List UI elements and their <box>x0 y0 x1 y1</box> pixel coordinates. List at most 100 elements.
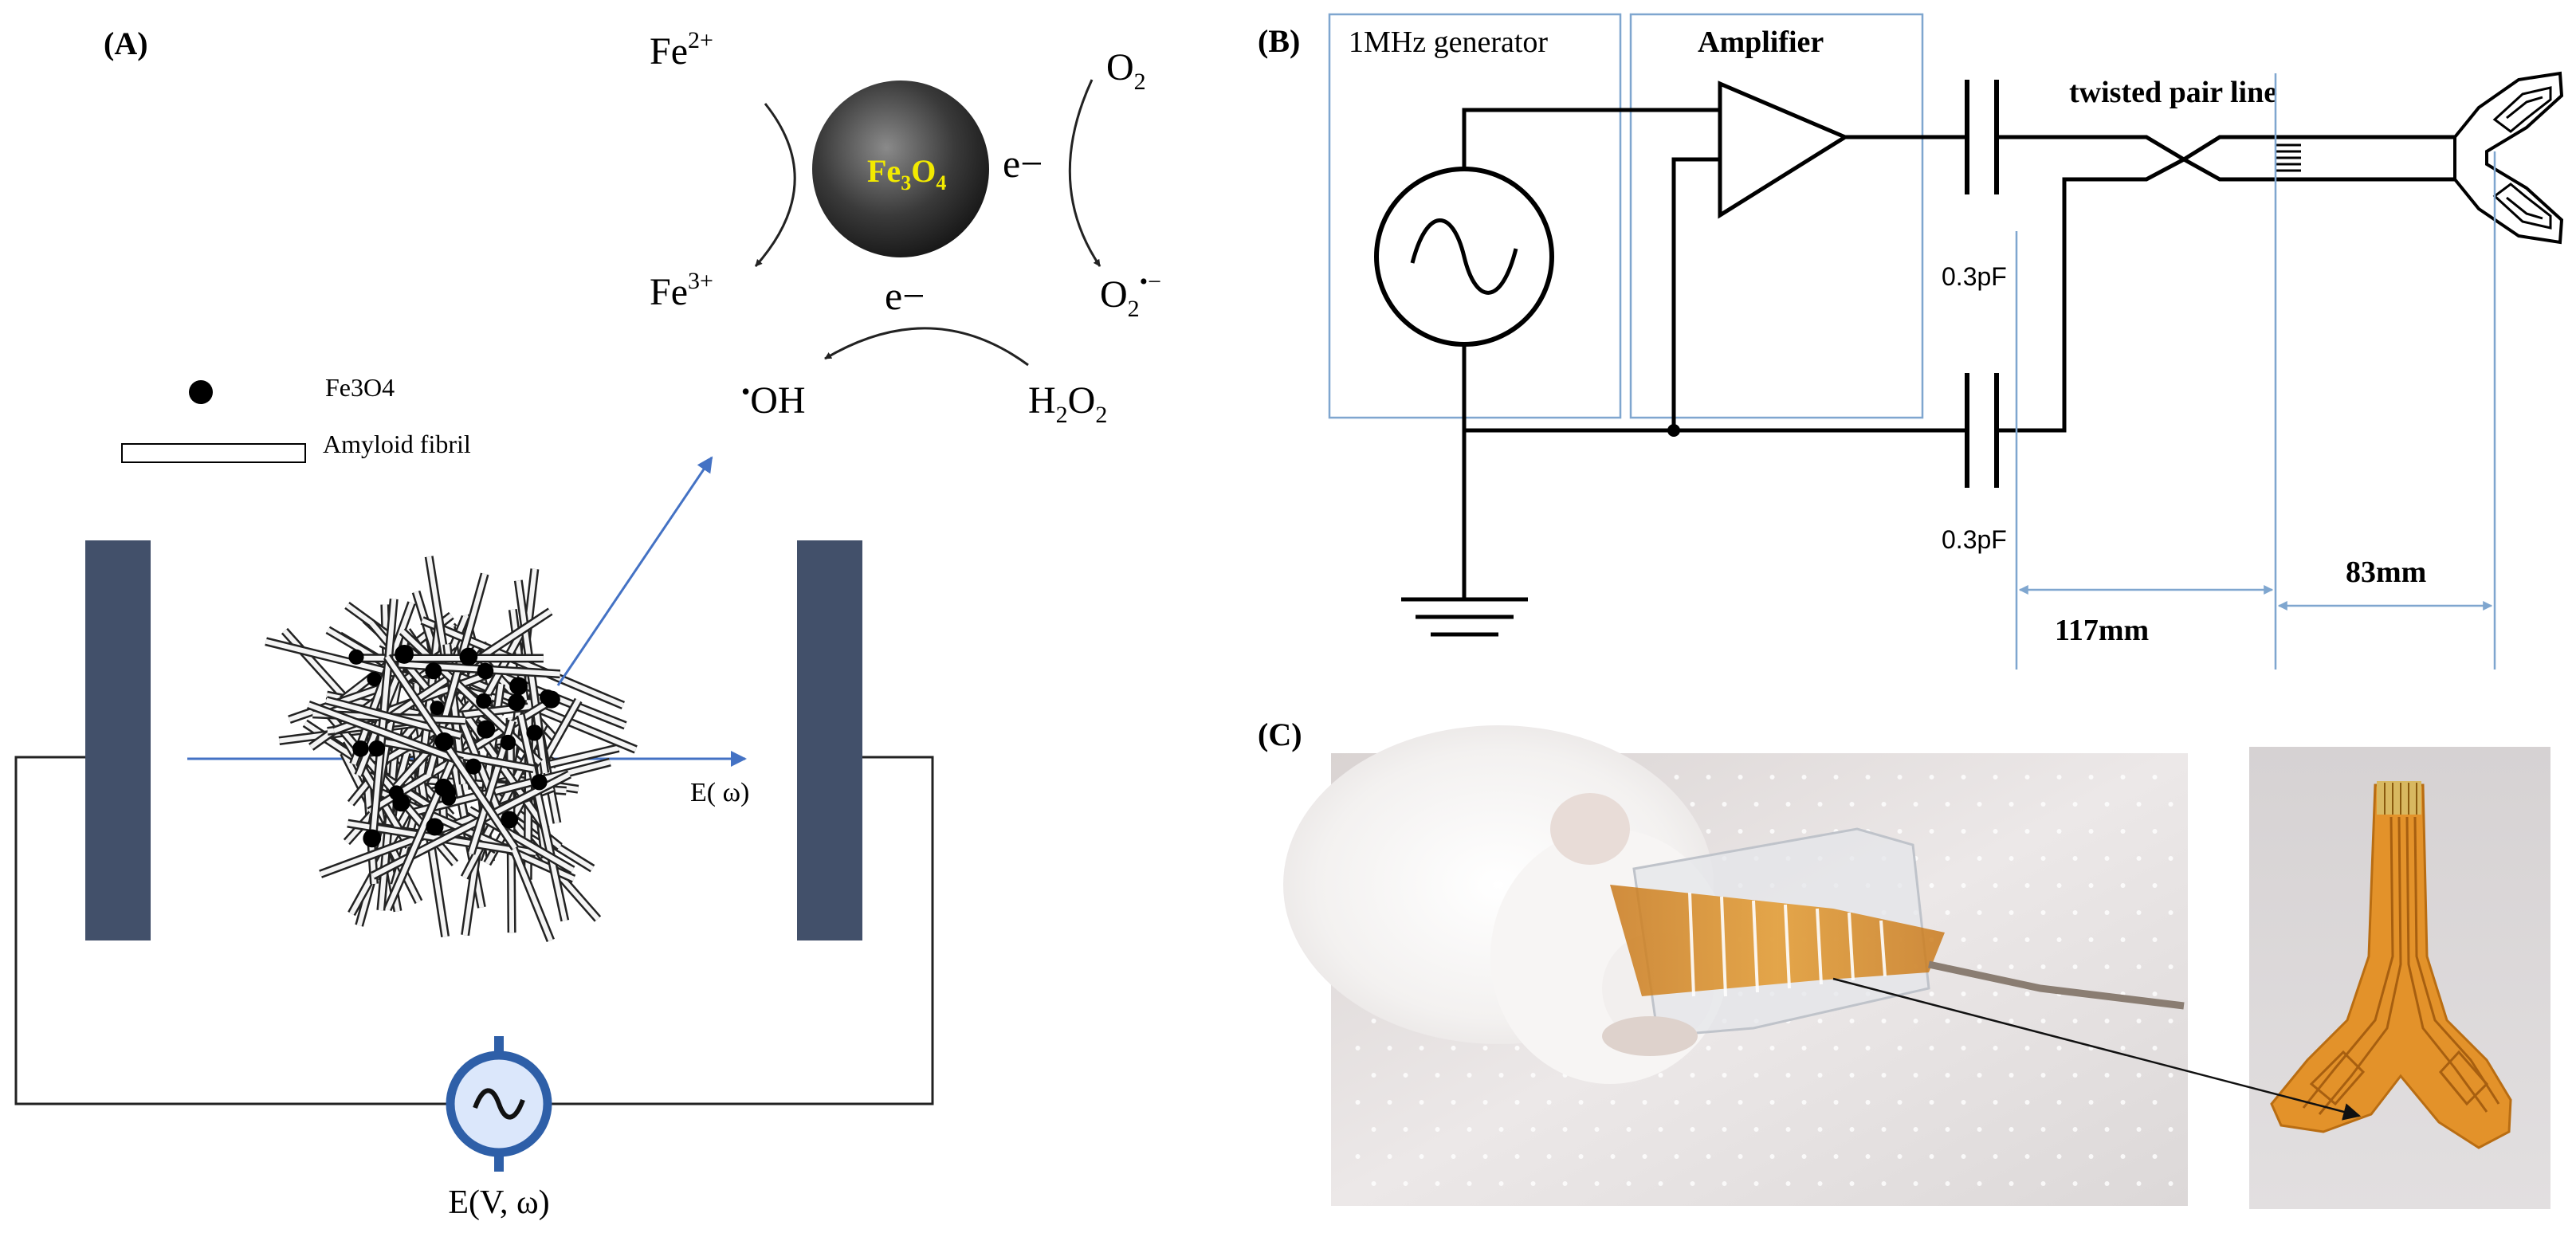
fe3o4-particle <box>352 740 369 757</box>
panel-b: (B) 1MHz generator Amplifier <box>1258 13 2564 670</box>
pad-dot <box>2009 910 2014 915</box>
pad-dot <box>1993 1100 1998 1105</box>
pad-dot <box>1817 1019 1823 1023</box>
pad-dot <box>1467 1127 1472 1132</box>
pad-dot <box>1913 1073 1918 1078</box>
pad-dot <box>1722 1073 1727 1078</box>
dimension-guides <box>2015 73 2496 670</box>
pad-dot <box>2072 1073 2078 1078</box>
pad-dot <box>1961 829 1966 834</box>
pad-dot <box>2072 802 2078 807</box>
pad-dot <box>2024 883 2030 888</box>
pad-dot <box>2104 1019 2110 1023</box>
reaction-scheme: Fe2+ Fe3+ O2 O2•− •OH H2O2 Fe3O4 e− <box>650 27 1161 428</box>
pad-dot <box>2040 1181 2046 1186</box>
pad-dot <box>2152 937 2158 942</box>
fe3o4-particle <box>395 644 414 664</box>
fe3o4-particle <box>501 811 519 829</box>
fe3o4-particle <box>367 672 382 687</box>
pad-dot <box>2120 883 2126 888</box>
pad-dot <box>1674 775 1679 779</box>
pad-dot <box>2056 883 2062 888</box>
pad-dot <box>1674 1154 1679 1159</box>
pad-dot <box>1881 1181 1887 1186</box>
pad-dot <box>1514 1154 1520 1159</box>
pad-dot <box>1977 856 1982 861</box>
zoom-arrow <box>556 456 713 686</box>
amplifier-box <box>1629 13 1924 419</box>
amyloid-fibril-core <box>421 618 625 708</box>
pad-dot <box>1355 1046 1361 1050</box>
pad-dot <box>2168 1019 2174 1023</box>
amplifier-label: Amplifier <box>1698 26 1824 59</box>
pad-dot <box>1403 1127 1408 1132</box>
pad-dot <box>2152 1154 2158 1159</box>
pad-dot <box>1419 1154 1424 1159</box>
pad-dot <box>1403 1073 1408 1078</box>
panel-a-legend: Fe3O4 Amyloid fibril <box>121 373 471 463</box>
pad-dot <box>1498 1127 1504 1132</box>
fe3o4-legend-dot <box>189 380 213 404</box>
pad-dot <box>1785 1073 1791 1078</box>
pad-dot <box>1977 1181 1982 1186</box>
amyloid-fibril-legend-label: Amyloid fibril <box>323 430 471 458</box>
pad-dot <box>1849 1019 1855 1023</box>
pad-dot <box>1610 1100 1616 1105</box>
pad-dot <box>1913 802 1918 807</box>
pad-dot <box>1801 829 1807 834</box>
pad-dot <box>1881 1127 1887 1132</box>
sine-wave-icon <box>473 1088 525 1120</box>
pad-dot <box>1865 1100 1871 1105</box>
pad-dot <box>1993 1154 1998 1159</box>
oxygen-reduction-arrow <box>1068 79 1101 267</box>
pad-dot <box>1977 802 1982 807</box>
pad-dot <box>2088 829 2094 834</box>
pad-dot <box>1435 1073 1440 1078</box>
pad-dot <box>1801 1154 1807 1159</box>
amyloid-fibril-core <box>516 579 548 774</box>
fe3o4-particle <box>526 724 543 741</box>
pad-dot <box>1435 1181 1440 1186</box>
pad-dot <box>1961 775 1966 779</box>
pad-dot <box>1769 775 1775 779</box>
electron-label-bottom: e− <box>885 273 925 318</box>
pad-dot <box>1387 1100 1392 1105</box>
pad-dot <box>2168 964 2174 969</box>
pad-dot <box>1387 1046 1392 1050</box>
pad-dot <box>1530 1073 1536 1078</box>
fibril-cluster <box>265 556 638 942</box>
pad-dot <box>2136 1127 2142 1132</box>
amplifier-symbol <box>1718 80 1850 219</box>
pad-dot <box>1594 1181 1600 1186</box>
pad-dot <box>2120 829 2126 834</box>
pad-dot <box>1849 1127 1855 1132</box>
fe3o4-particle <box>389 785 404 801</box>
pad-dot <box>2024 1100 2030 1105</box>
pad-dot <box>1514 1100 1520 1105</box>
pad-dot <box>1849 1073 1855 1078</box>
fe3o4-nanoparticle <box>812 80 989 257</box>
panel-a-label: (A) <box>104 26 148 61</box>
pad-dot <box>2056 775 2062 779</box>
pad-dot <box>1769 1046 1775 1050</box>
pad-dot <box>1977 1019 1982 1023</box>
pad-dot <box>1929 829 1934 834</box>
pad-dot <box>1929 1100 1934 1105</box>
pad-dot <box>1881 1019 1887 1023</box>
pad-dot <box>1785 1181 1791 1186</box>
fe3o4-particle <box>434 732 454 752</box>
connector-pins <box>2276 143 2301 172</box>
field-label: E( ω) <box>690 778 749 807</box>
pad-dot <box>1929 992 1934 996</box>
pad-dot <box>2104 910 2110 915</box>
pad-dot <box>1897 1046 1903 1050</box>
generator-sine-icon <box>1410 218 1518 295</box>
pad-dot <box>2024 829 2030 834</box>
pad-dot <box>1801 1100 1807 1105</box>
pad-dot <box>2056 829 2062 834</box>
pad-dot <box>1801 775 1807 779</box>
superoxide-label: O2•− <box>1100 269 1161 322</box>
pad-dot <box>2152 1046 2158 1050</box>
dimension-117mm-label: 117mm <box>2055 614 2149 647</box>
generator-label: 1MHz generator <box>1349 26 1548 59</box>
